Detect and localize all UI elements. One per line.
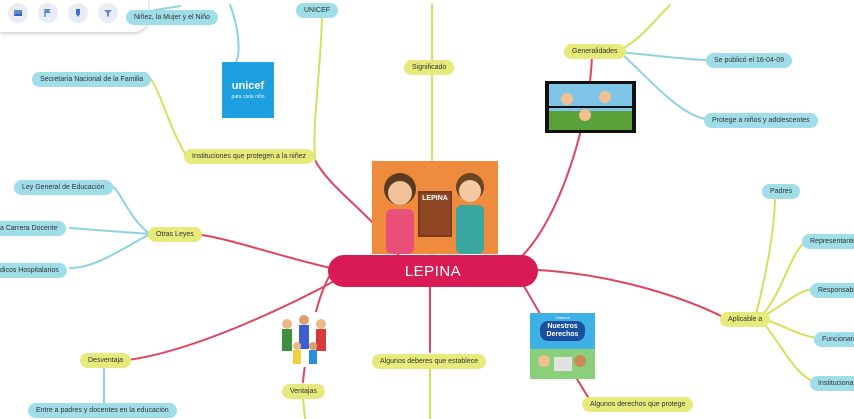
- node-padres[interactable]: Padres: [762, 184, 801, 199]
- image-icon[interactable]: [8, 3, 28, 23]
- node-instituciones-r[interactable]: Instituciona: [810, 376, 854, 391]
- filter-icon[interactable]: [98, 3, 118, 23]
- node-unicef[interactable]: UNICEF: [296, 3, 339, 18]
- node-otras-leyes[interactable]: Otras Leyes: [148, 227, 202, 242]
- poster-small-text: Veamos: [555, 315, 570, 320]
- node-protege[interactable]: Protege a niños y adolescentes: [704, 113, 818, 128]
- kids-illustration: [372, 161, 498, 254]
- cartoon-scene-image: [545, 81, 636, 133]
- node-ley-educacion[interactable]: Ley General de Educación: [14, 180, 113, 195]
- node-hospitalarios[interactable]: dicos Hospitalarios: [0, 263, 67, 278]
- marker-icon[interactable]: [68, 3, 88, 23]
- children-group-image: [277, 312, 331, 367]
- node-aplicable[interactable]: Aplicable a: [720, 312, 771, 327]
- node-significado[interactable]: Significado: [404, 60, 455, 75]
- unicef-tagline: para cada niño: [231, 94, 265, 100]
- flag-icon[interactable]: [38, 3, 58, 23]
- book-title: LEPINA: [422, 195, 448, 202]
- node-carrera-docente[interactable]: a Carrera Docente: [0, 221, 66, 236]
- node-secretaria[interactable]: Secretaría Nacional de la Familia: [32, 72, 152, 87]
- node-publicado[interactable]: Se publicó el 16-04-09: [706, 53, 793, 68]
- node-ninez-mujer[interactable]: Niñez, la Mujer y el Niño: [126, 10, 218, 25]
- node-desventaja[interactable]: Desventaja: [80, 353, 132, 368]
- node-responsables[interactable]: Responsabl: [810, 283, 854, 298]
- lepina-kids-book-image: LEPINA: [372, 161, 498, 254]
- node-deberes[interactable]: Algunos deberes que establece: [372, 354, 487, 369]
- node-generalidades[interactable]: Generalidades: [564, 44, 626, 59]
- node-desventaja-item[interactable]: Entre a padres y docentes en la educació…: [28, 403, 177, 418]
- central-topic-lepina[interactable]: LEPINA: [328, 255, 538, 287]
- node-funcionarios[interactable]: Funcionari: [814, 332, 854, 347]
- node-ventajas[interactable]: Ventajas: [282, 384, 325, 399]
- node-representantes[interactable]: Representante: [802, 234, 854, 249]
- mindmap-toolbar: [0, 0, 148, 32]
- node-derechos[interactable]: Algunos derechos que protege: [582, 397, 694, 412]
- unicef-logo-text: unicef: [231, 80, 265, 92]
- nuestros-derechos-poster-image: Veamos Nuestros Derechos: [530, 313, 595, 379]
- node-instituciones[interactable]: Instituciones que protegen a la niñez: [184, 149, 315, 164]
- poster-title: Nuestros Derechos: [540, 321, 585, 341]
- unicef-logo-image: unicef para cada niño: [222, 62, 274, 118]
